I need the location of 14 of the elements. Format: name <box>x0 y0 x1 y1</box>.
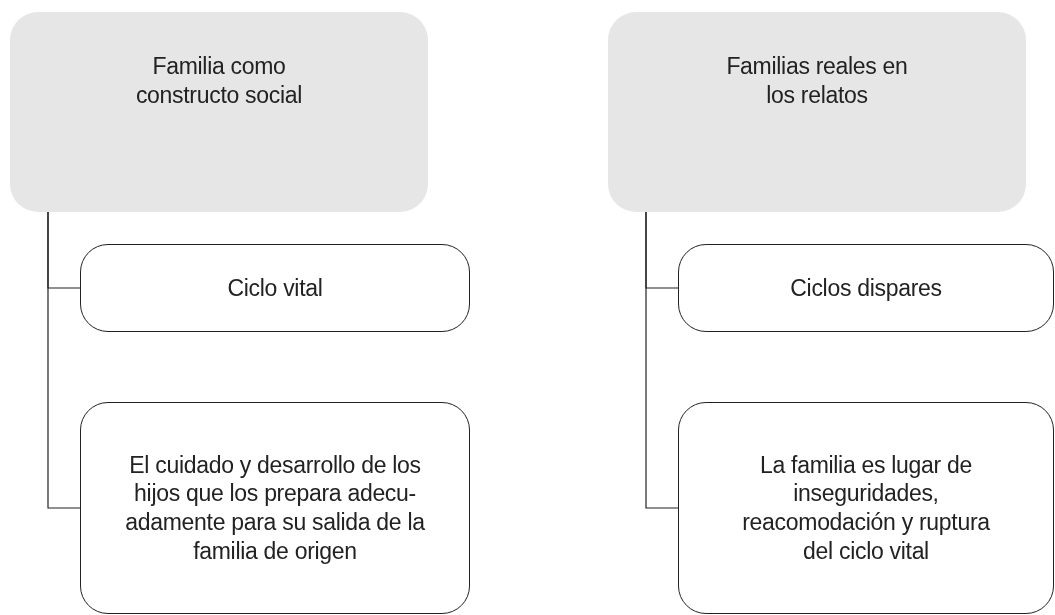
box-text: Familia como constructo social <box>134 52 304 110</box>
box-text: Familias reales en los relatos <box>725 52 909 110</box>
box-text: El cuidado y desarrollo de los hijos que los prepara adecu- adamente para su salida de la familia de origen <box>124 450 426 566</box>
category-box <box>10 12 428 212</box>
topic-box <box>678 402 1054 614</box>
connector-line <box>645 211 679 509</box>
topic-box <box>80 402 470 614</box>
connector-line <box>47 211 81 509</box>
topic-box <box>80 244 470 332</box>
category-box <box>608 12 1026 212</box>
topic-box <box>678 244 1054 332</box>
box-text: Ciclos dispares <box>789 273 943 303</box>
box-text: La familia es lugar de inseguridades, reacomodación y ruptura del ciclo vital <box>741 450 991 566</box>
box-text: Ciclo vital <box>226 273 324 303</box>
